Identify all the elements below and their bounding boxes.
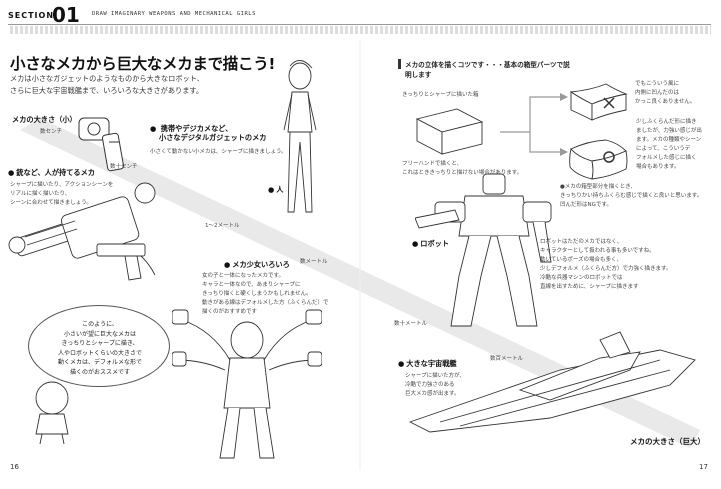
gun-tick: 数十センチ — [110, 164, 138, 170]
note-convex: 少しふくらんだ形に描き ましたが、力強い感じが出 ます。メカの種類やシーン によ… — [636, 119, 702, 170]
header-divider — [8, 24, 711, 25]
ship-label: 大きな宇宙戦艦 — [398, 359, 456, 369]
mechagirl-illustration — [172, 309, 322, 459]
box-convex-illustration — [569, 139, 628, 180]
scale-large-label: メカの大きさ（巨大） — [630, 437, 705, 446]
scale-small-tick: 数センチ — [40, 129, 63, 135]
box-straight-label: きっちりとシャープに描いた箱 — [402, 92, 479, 98]
speech-bubble-text: このように、 小さいが望に巨大なメカは きっちりとシャープに描き、 人やロボット… — [57, 321, 142, 376]
header-pattern-bar — [10, 26, 711, 34]
intro-text: メカは小さなガジェットのようなものから大きなロボット、 さらに巨大な宇宙戦艦まで… — [10, 74, 204, 95]
gun-label: 銃など、人が持てるメカ — [8, 168, 95, 178]
box-straight-illustration — [415, 108, 484, 155]
section-label: SECTION — [8, 11, 55, 20]
box-concave-illustration — [569, 83, 628, 121]
human-label: 人 — [268, 185, 283, 195]
section-subtitle: DRAW IMAGINARY WEAPONS AND MECHANICAL GI… — [92, 11, 256, 17]
pistol-illustration — [96, 243, 146, 281]
mecha-note: ●メカの箱型部分を描くとき、 きっちりかい持ちふくらむ感じで描くと良いと思います… — [560, 184, 703, 208]
battleship-illustration — [408, 331, 696, 433]
speech-bubble — [28, 305, 170, 387]
robot-label: ロボット — [412, 239, 449, 249]
robot-desc: ロボットはただのメカではなく、 キャラクターとして扱われる事も多いですね。 動い… — [540, 239, 672, 290]
robot-tick: 数十メートル — [394, 321, 428, 327]
ship-desc: シャープに描いた方が、 冷酷で力強さのある 巨大メカ感が出ます。 — [405, 373, 466, 397]
chibi-character-illustration — [35, 381, 69, 445]
gadget-label: 携帯やデジカメなど、小さなデジタルガジェットのメカ — [150, 124, 290, 142]
gadget-desc: 小さくて動かない小メカは、シャープに描きましょう。 — [150, 149, 287, 155]
human-figure-illustration — [283, 60, 317, 213]
mechagirl-label: メカ少女いろいろ — [224, 260, 290, 270]
page-number-right: 17 — [699, 463, 708, 471]
ship-tick: 数百メートル — [490, 356, 524, 362]
mechagirl-tick: 数メートル — [300, 259, 328, 265]
branch-arrows — [500, 93, 568, 156]
page-title: 小さなメカから巨大なメカまで描こう! — [10, 55, 276, 73]
ok-mark-icon — [603, 151, 615, 163]
gatling-gun-illustration — [8, 182, 156, 276]
robot-illustration — [415, 173, 552, 327]
gun-desc: シャープに描いたり、アクションシーンを リアルに描く描いたり、 シーンに合わせて… — [10, 182, 114, 206]
page-number-left: 16 — [10, 463, 19, 471]
ng-mark-icon — [603, 97, 615, 109]
mechagirl-desc: 女の子と一体になったメカです。 キャラと一体なので、あまりシャープに きっちり描… — [202, 273, 329, 315]
human-tick: 1～2メートル — [205, 223, 240, 229]
section-number: 01 — [52, 3, 80, 27]
gadget-illustration — [78, 117, 125, 172]
note-concave: でもこういう風に 内側に凹んだのは かっこ良くありません。 — [635, 81, 696, 105]
box-freehand-text: フリーハンドで描くと、 これはとききっちりと描けない場合があります。 — [402, 161, 523, 176]
tip-title: メカの立体を描くコツです・・・基本の箱型パーツで説明します — [398, 59, 575, 79]
scale-small-label: メカの大きさ（小） — [12, 115, 77, 124]
